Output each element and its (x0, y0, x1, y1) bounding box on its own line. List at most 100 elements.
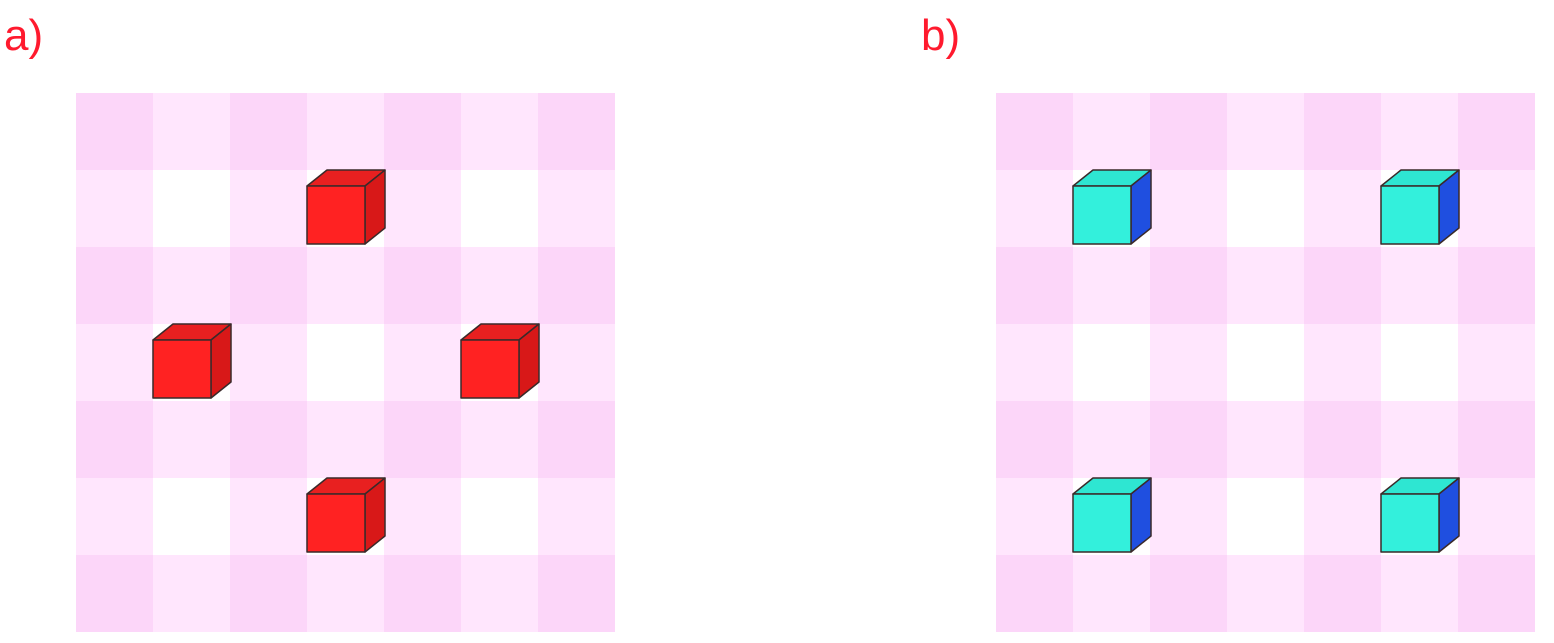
grid-cell (1304, 401, 1381, 478)
grid-cell (384, 478, 461, 555)
grid-cell (76, 555, 153, 632)
grid-cell (1073, 324, 1150, 401)
grid-cell (1304, 170, 1381, 247)
grid-cell (461, 247, 538, 324)
checkerboard-grid-a (76, 93, 616, 633)
grid-cell (76, 324, 153, 401)
grid-cell (384, 170, 461, 247)
grid-cell (461, 401, 538, 478)
grid-cell (230, 478, 307, 555)
grid-cell (384, 247, 461, 324)
cube (1380, 169, 1460, 245)
grid-cell (153, 478, 230, 555)
grid-cell (538, 170, 615, 247)
grid-cell (153, 555, 230, 632)
grid-cell (1381, 555, 1458, 632)
grid-cell (230, 324, 307, 401)
grid-cell (1073, 93, 1150, 170)
grid-cell (230, 401, 307, 478)
cube (1072, 477, 1152, 553)
grid-cell (1381, 324, 1458, 401)
grid-cell (538, 555, 615, 632)
grid-cell (153, 401, 230, 478)
grid-cell (307, 324, 384, 401)
grid-cell (538, 478, 615, 555)
grid-cell (538, 93, 615, 170)
grid-cell (1150, 324, 1227, 401)
grid-cell (996, 170, 1073, 247)
grid-cell (307, 247, 384, 324)
grid-cell (1304, 478, 1381, 555)
grid-cell (461, 478, 538, 555)
grid-cell (1150, 247, 1227, 324)
grid-cell (461, 93, 538, 170)
grid-cell (996, 247, 1073, 324)
grid-cell (76, 170, 153, 247)
grid-cell (1227, 555, 1304, 632)
grid-cell (1458, 401, 1535, 478)
grid-cell (1150, 555, 1227, 632)
grid-cell (230, 93, 307, 170)
grid-cell (153, 247, 230, 324)
cube (152, 323, 232, 399)
grid-cell (1458, 247, 1535, 324)
grid-cell (1073, 401, 1150, 478)
grid-cell (384, 93, 461, 170)
grid-cell (76, 478, 153, 555)
grid-cell (230, 170, 307, 247)
grid-cell (996, 401, 1073, 478)
grid-cell (1150, 170, 1227, 247)
grid-cell (76, 401, 153, 478)
grid-cell (538, 401, 615, 478)
grid-cell (1150, 478, 1227, 555)
cube (460, 323, 540, 399)
cube (1072, 169, 1152, 245)
grid-cell (1381, 401, 1458, 478)
grid-cell (1458, 555, 1535, 632)
checkerboard-grid-b (996, 93, 1536, 633)
grid-cell (1458, 324, 1535, 401)
grid-cell (1150, 401, 1227, 478)
grid-cell (1458, 93, 1535, 170)
grid-cell (1381, 93, 1458, 170)
grid-cell (1381, 247, 1458, 324)
grid-cell (1150, 93, 1227, 170)
cube (306, 169, 386, 245)
grid-cell (1073, 247, 1150, 324)
grid-cell (461, 170, 538, 247)
grid-cell (1304, 93, 1381, 170)
grid-cell (1227, 170, 1304, 247)
grid-cell (461, 555, 538, 632)
grid-cell (996, 324, 1073, 401)
grid-cell (1304, 324, 1381, 401)
grid-cell (230, 247, 307, 324)
grid-cell (1227, 93, 1304, 170)
grid-cell (538, 247, 615, 324)
grid-cell (153, 93, 230, 170)
grid-cell (384, 555, 461, 632)
cube (306, 477, 386, 553)
grid-cell (1227, 478, 1304, 555)
grid-cell (76, 247, 153, 324)
grid-cell (307, 93, 384, 170)
grid-cell (996, 555, 1073, 632)
grid-cell (230, 555, 307, 632)
grid-cell (1073, 555, 1150, 632)
panel-label-a: a) (4, 11, 44, 60)
grid-cell (1304, 247, 1381, 324)
grid-cell (1458, 478, 1535, 555)
grid-cell (1227, 324, 1304, 401)
grid-cell (1304, 555, 1381, 632)
grid-cell (996, 93, 1073, 170)
cube (1380, 477, 1460, 553)
grid-cell (384, 324, 461, 401)
grid-cell (307, 401, 384, 478)
grid-cell (996, 478, 1073, 555)
grid-cell (1227, 247, 1304, 324)
grid-cell (1458, 170, 1535, 247)
grid-cell (153, 170, 230, 247)
panel-label-b: b) (921, 11, 961, 60)
grid-cell (76, 93, 153, 170)
grid-cell (538, 324, 615, 401)
grid-cell (307, 555, 384, 632)
